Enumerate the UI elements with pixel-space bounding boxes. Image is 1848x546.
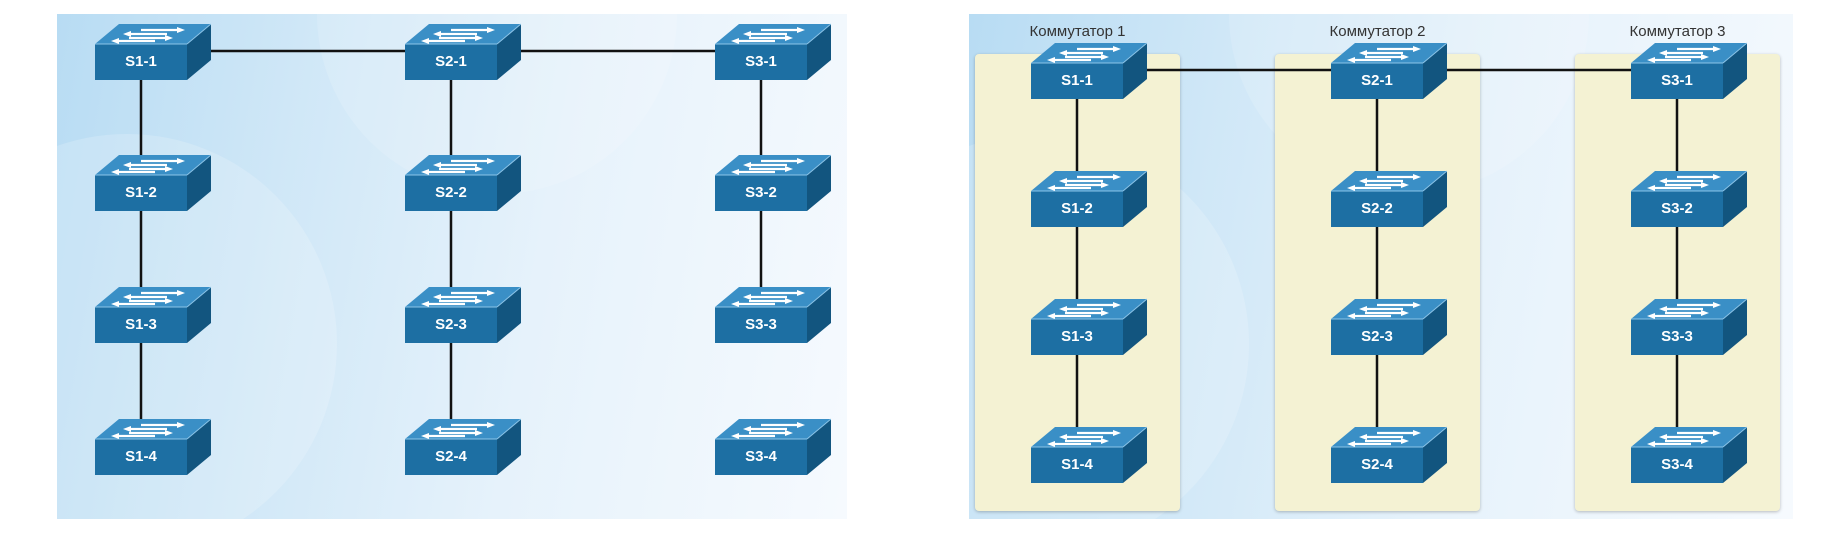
switch-s3-2: S3-2	[715, 153, 831, 211]
network-switch-icon	[95, 23, 211, 80]
switch-s2-1: S2-1	[1331, 41, 1447, 99]
switch-s2-4: S2-4	[405, 417, 521, 475]
network-switch-icon	[405, 23, 521, 80]
switch-s2-3: S2-3	[405, 285, 521, 343]
switch-s1-2: S1-2	[95, 153, 211, 211]
switch-label: S2-2	[435, 184, 467, 201]
switch-s3-3: S3-3	[1631, 297, 1747, 355]
switch-label: S3-1	[745, 53, 777, 70]
switch-label: S1-4	[125, 448, 157, 465]
switch-s2-3: S2-3	[1331, 297, 1447, 355]
network-switch-icon	[715, 23, 831, 80]
switch-s1-3: S1-3	[95, 285, 211, 343]
switch-s1-4: S1-4	[1031, 425, 1147, 483]
switch-s2-1: S2-1	[405, 22, 521, 80]
switch-s1-1: S1-1	[95, 22, 211, 80]
switch-s2-2: S2-2	[405, 153, 521, 211]
network-switch-icon	[95, 418, 211, 475]
switch-s3-4: S3-4	[715, 417, 831, 475]
switch-s1-2: S1-2	[1031, 169, 1147, 227]
switch-s3-1: S3-1	[715, 22, 831, 80]
network-switch-icon	[405, 154, 521, 211]
network-switch-icon	[1331, 42, 1447, 99]
switch-s3-1: S3-1	[1631, 41, 1747, 99]
network-switch-icon	[715, 154, 831, 211]
switch-s1-1: S1-1	[1031, 41, 1147, 99]
switch-s3-3: S3-3	[715, 285, 831, 343]
network-switch-icon	[1031, 298, 1147, 355]
switch-s2-2: S2-2	[1331, 169, 1447, 227]
group-title-2: Коммутатор 2	[1329, 23, 1426, 40]
switch-s2-4: S2-4	[1331, 425, 1447, 483]
switch-label: S1-1	[1061, 72, 1093, 89]
network-switch-icon	[1031, 170, 1147, 227]
switch-s3-4: S3-4	[1631, 425, 1747, 483]
network-switch-icon	[405, 418, 521, 475]
network-switch-icon	[1631, 298, 1747, 355]
network-switch-icon	[715, 418, 831, 475]
network-switch-icon	[1331, 298, 1447, 355]
switch-label: S1-3	[1061, 328, 1093, 345]
switch-label: S3-3	[745, 316, 777, 333]
network-switch-icon	[1631, 426, 1747, 483]
switch-label: S2-3	[435, 316, 467, 333]
switch-label: S3-1	[1661, 72, 1693, 89]
switch-label: S1-2	[1061, 200, 1093, 217]
switch-label: S2-4	[435, 448, 467, 465]
network-switch-icon	[1331, 170, 1447, 227]
switch-s3-2: S3-2	[1631, 169, 1747, 227]
network-switch-icon	[715, 286, 831, 343]
switch-label: S2-1	[435, 53, 467, 70]
switch-label: S3-4	[745, 448, 777, 465]
switch-label: S1-4	[1061, 456, 1093, 473]
switch-label: S2-3	[1361, 328, 1393, 345]
network-switch-icon	[1331, 426, 1447, 483]
switch-label: S3-2	[745, 184, 777, 201]
switch-label: S2-2	[1361, 200, 1393, 217]
network-switch-icon	[1031, 42, 1147, 99]
right-topology-panel: Коммутатор 1 Коммутатор 2 Коммутатор 3 S…	[969, 14, 1793, 519]
switch-s1-3: S1-3	[1031, 297, 1147, 355]
switch-label: S3-4	[1661, 456, 1693, 473]
switch-label: S3-2	[1661, 200, 1693, 217]
switch-label: S1-2	[125, 184, 157, 201]
network-switch-icon	[95, 154, 211, 211]
network-switch-icon	[405, 286, 521, 343]
switch-label: S3-3	[1661, 328, 1693, 345]
switch-label: S1-3	[125, 316, 157, 333]
switch-s1-4: S1-4	[95, 417, 211, 475]
network-switch-icon	[1031, 426, 1147, 483]
switch-label: S2-1	[1361, 72, 1393, 89]
network-switch-icon	[95, 286, 211, 343]
switch-label: S1-1	[125, 53, 157, 70]
group-title-3: Коммутатор 3	[1629, 23, 1726, 40]
group-title-1: Коммутатор 1	[1029, 23, 1126, 40]
switch-label: S2-4	[1361, 456, 1393, 473]
network-switch-icon	[1631, 170, 1747, 227]
network-switch-icon	[1631, 42, 1747, 99]
